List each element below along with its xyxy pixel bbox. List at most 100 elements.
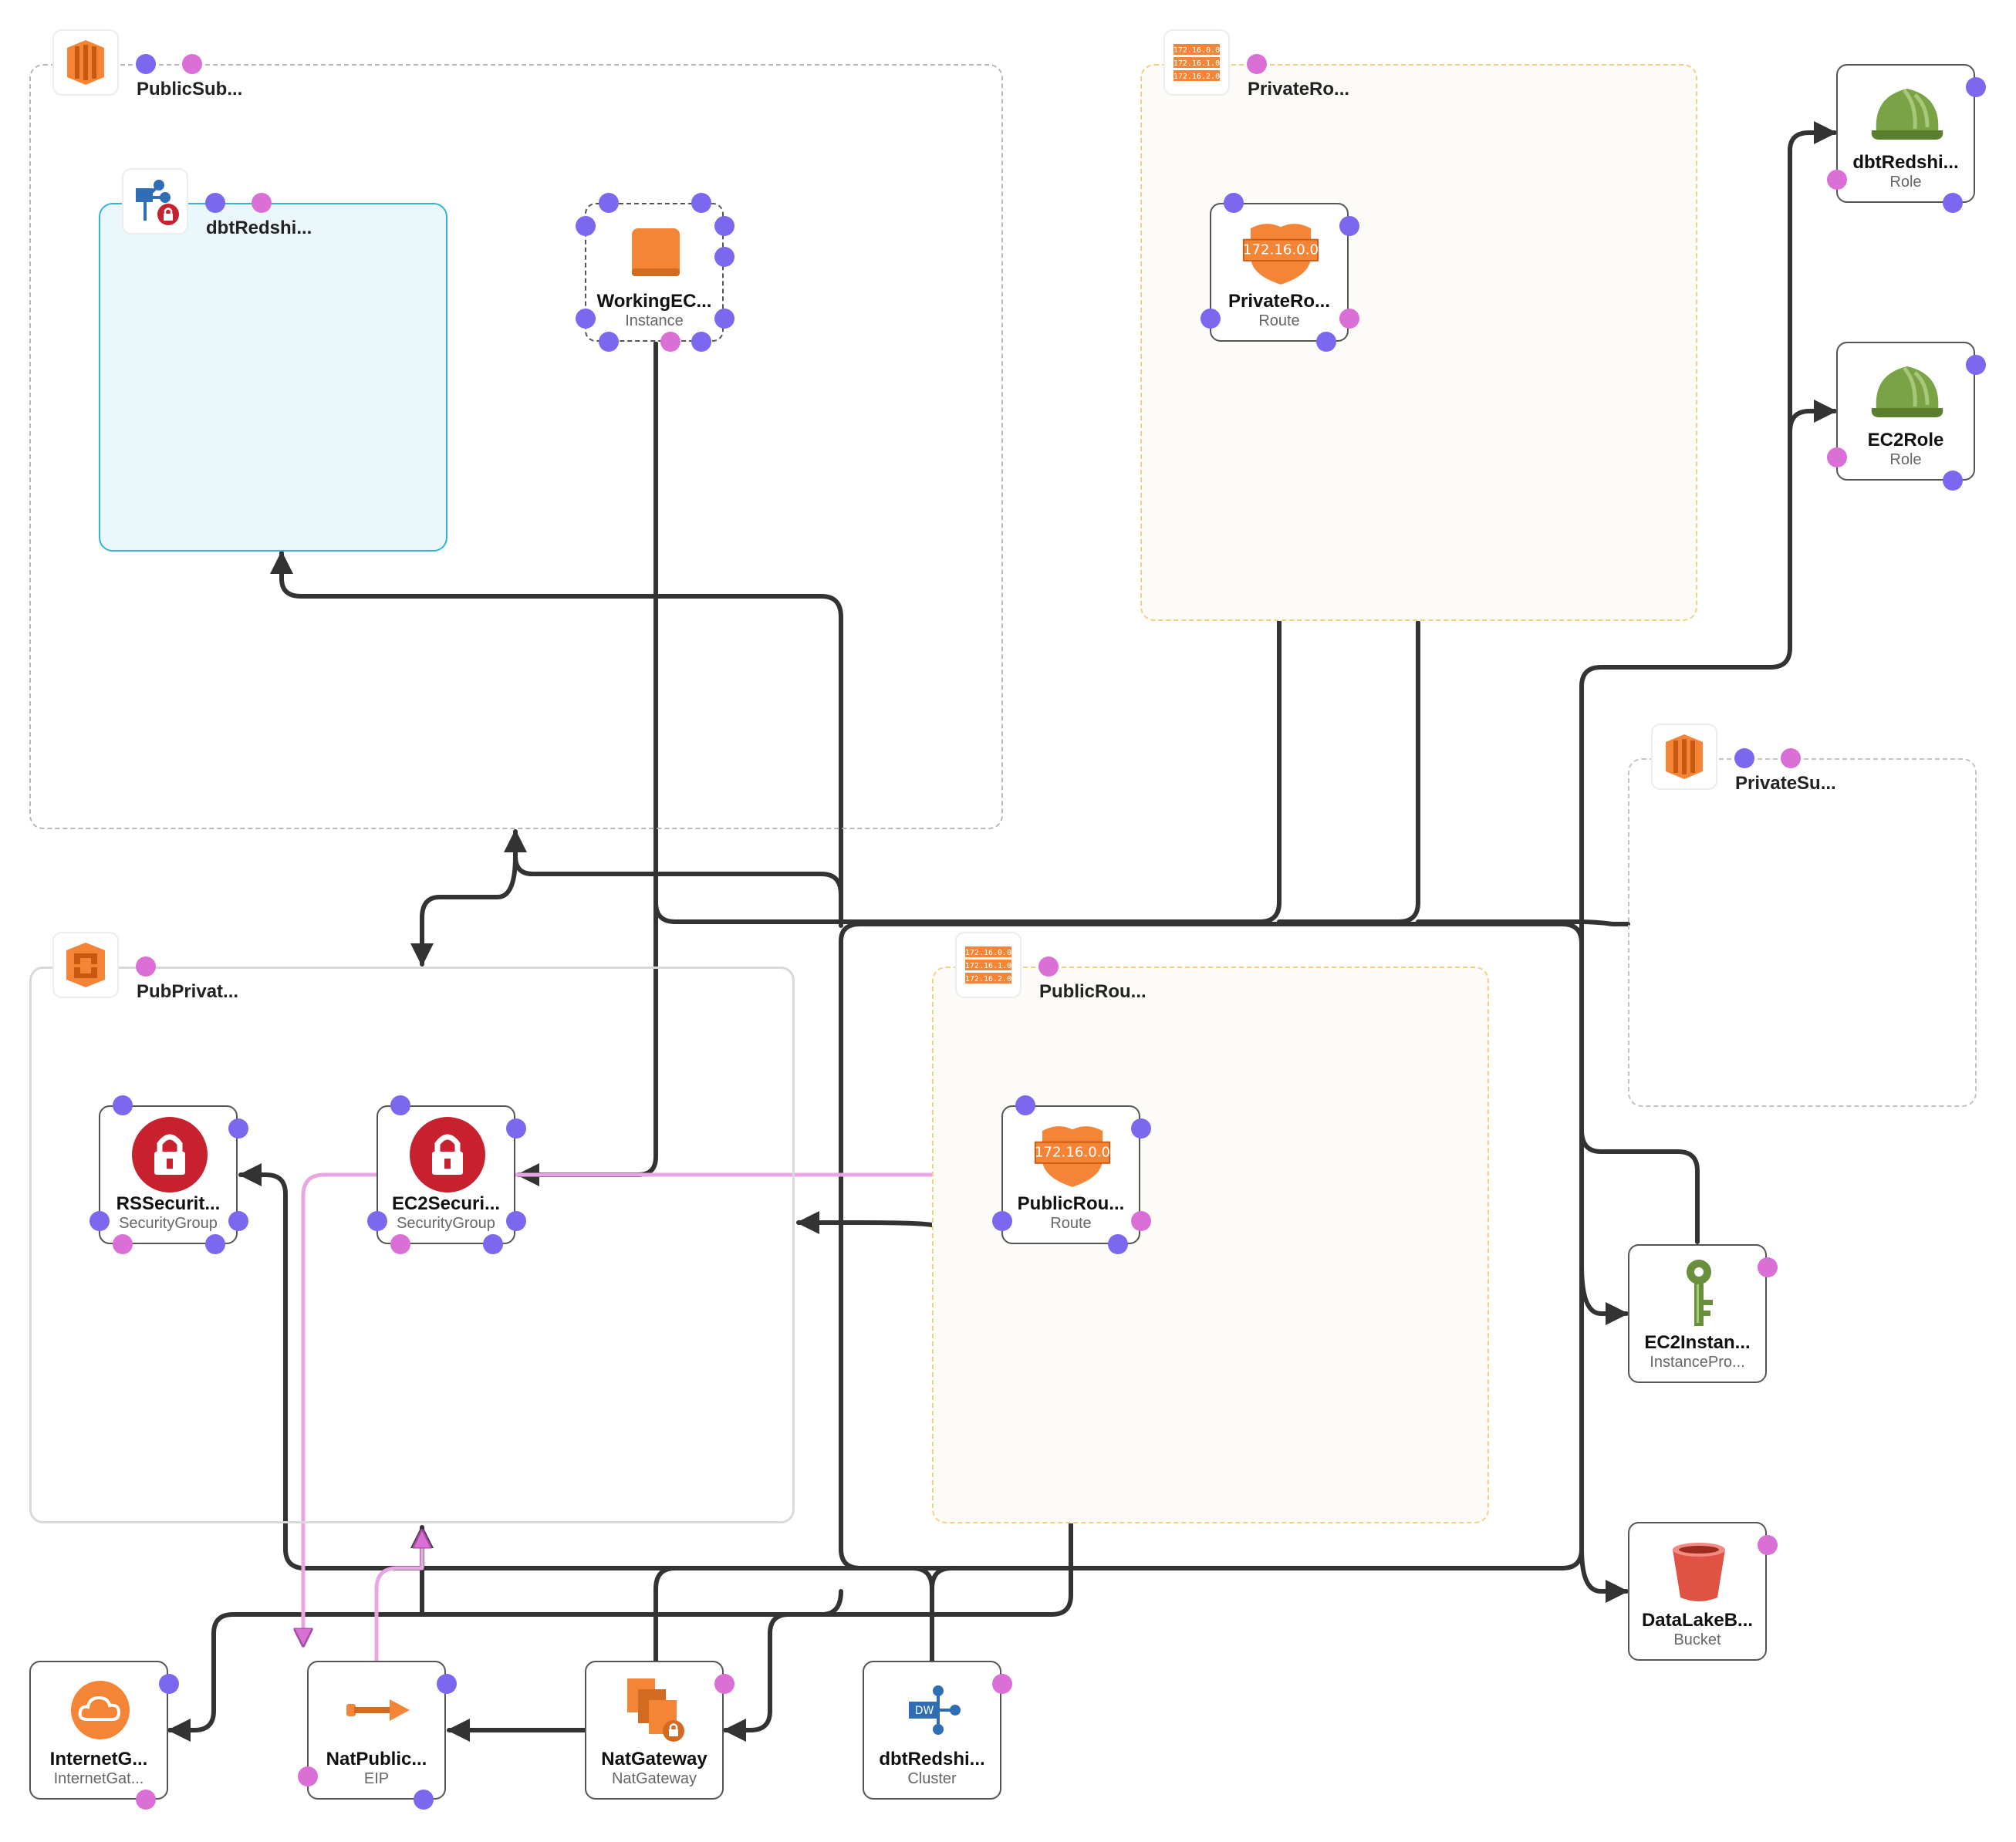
- node-datalake-bucket[interactable]: DataLakeB... Bucket: [1628, 1522, 1767, 1661]
- port[interactable]: [691, 193, 711, 213]
- port[interactable]: [136, 956, 156, 977]
- port[interactable]: [660, 332, 680, 352]
- node-redshift-cluster[interactable]: DW dbtRedshi... Cluster: [863, 1661, 1001, 1800]
- route-table-text: 172.16.0.0: [1173, 46, 1220, 55]
- private-subnet-group[interactable]: [1628, 758, 1977, 1107]
- port[interactable]: [113, 1234, 133, 1254]
- node-ec2-instance-profile[interactable]: EC2Instan... InstancePro...: [1628, 1244, 1767, 1383]
- port[interactable]: [1943, 193, 1963, 213]
- port[interactable]: [506, 1211, 526, 1231]
- node-internet-gateway[interactable]: InternetG... InternetGat...: [29, 1661, 168, 1800]
- port[interactable]: [1781, 748, 1801, 768]
- port[interactable]: [1758, 1535, 1778, 1555]
- node-ec2-role[interactable]: EC2Role Role: [1836, 342, 1975, 481]
- node-type: Role: [1889, 451, 1922, 468]
- port[interactable]: [228, 1118, 248, 1139]
- node-nat-public-ip[interactable]: NatPublic... EIP: [307, 1661, 446, 1800]
- redshift-subnet-group[interactable]: [99, 203, 447, 552]
- port[interactable]: [1339, 216, 1359, 236]
- port[interactable]: [576, 216, 596, 236]
- port[interactable]: [298, 1766, 318, 1786]
- port[interactable]: [1966, 77, 1986, 97]
- port[interactable]: [390, 1095, 410, 1115]
- node-type: SecurityGroup: [119, 1215, 218, 1232]
- port[interactable]: [182, 54, 202, 74]
- port[interactable]: [136, 1790, 156, 1810]
- node-rs-security-group[interactable]: RSSecurit... SecurityGroup: [99, 1105, 238, 1244]
- port[interactable]: [136, 54, 156, 74]
- node-type: NatGateway: [611, 1770, 697, 1787]
- edge-trunk-to-ec2-role: [1788, 400, 1837, 434]
- node-type: Instance: [625, 312, 684, 329]
- node-name: InternetG...: [49, 1749, 148, 1769]
- node-private-route[interactable]: 172.16.0.0 PrivateRo... Route: [1210, 203, 1349, 342]
- node-name: dbtRedshi...: [879, 1749, 985, 1769]
- private-subnet-label: PrivateSu...: [1735, 773, 1836, 794]
- vpc-group[interactable]: [29, 967, 795, 1523]
- cloud-icon: [62, 1672, 139, 1749]
- port[interactable]: [714, 247, 734, 267]
- port[interactable]: [1200, 309, 1221, 329]
- private-route-table-group[interactable]: [1140, 64, 1697, 621]
- node-redshift-role[interactable]: dbtRedshi... Role: [1836, 64, 1975, 203]
- port[interactable]: [228, 1211, 248, 1231]
- port[interactable]: [1224, 193, 1244, 213]
- port[interactable]: [1108, 1234, 1128, 1254]
- node-type: EIP: [363, 1770, 390, 1787]
- port[interactable]: [1131, 1118, 1151, 1139]
- iam-role-icon: [1869, 353, 1946, 430]
- lock-icon: [409, 1116, 486, 1193]
- node-nat-gateway[interactable]: NatGateway NatGateway: [585, 1661, 724, 1800]
- port[interactable]: [506, 1118, 526, 1139]
- port[interactable]: [1316, 332, 1336, 352]
- redshift-badge: DW: [915, 1705, 934, 1717]
- node-ec2-security-group[interactable]: EC2Securi... SecurityGroup: [377, 1105, 515, 1244]
- port[interactable]: [1827, 170, 1847, 190]
- port[interactable]: [414, 1790, 434, 1810]
- port[interactable]: [205, 193, 225, 213]
- node-public-route[interactable]: 172.16.0.0 PublicRou... Route: [1001, 1105, 1140, 1244]
- port[interactable]: [576, 309, 596, 329]
- port[interactable]: [113, 1095, 133, 1115]
- public-subnet-group[interactable]: [29, 64, 1003, 829]
- node-type: Route: [1258, 312, 1300, 329]
- node-name: DataLakeB...: [1641, 1610, 1754, 1631]
- port[interactable]: [1827, 447, 1847, 467]
- port[interactable]: [437, 1674, 457, 1694]
- edge-privateroutetable-trunk: [1277, 620, 1420, 924]
- port[interactable]: [159, 1674, 179, 1694]
- node-type: Cluster: [907, 1770, 957, 1787]
- port[interactable]: [599, 193, 619, 213]
- redshift-subnet-group-label: dbtRedshi...: [206, 218, 312, 238]
- port[interactable]: [252, 193, 272, 213]
- port[interactable]: [1734, 748, 1754, 768]
- port[interactable]: [1758, 1257, 1778, 1277]
- port[interactable]: [714, 1674, 734, 1694]
- edge-publicroute-to-eip-pink: [303, 1172, 1004, 1648]
- port[interactable]: [1015, 1095, 1035, 1115]
- port[interactable]: [599, 332, 619, 352]
- port[interactable]: [1247, 54, 1267, 74]
- port[interactable]: [1038, 956, 1059, 977]
- port[interactable]: [205, 1234, 225, 1254]
- node-type: SecurityGroup: [397, 1215, 495, 1232]
- port[interactable]: [1339, 309, 1359, 329]
- port[interactable]: [714, 309, 734, 329]
- port[interactable]: [714, 216, 734, 236]
- port[interactable]: [992, 1674, 1012, 1694]
- node-working-ec2[interactable]: WorkingEC... Instance: [585, 203, 724, 342]
- port[interactable]: [483, 1234, 503, 1254]
- port[interactable]: [367, 1211, 387, 1231]
- port[interactable]: [1943, 471, 1963, 491]
- port[interactable]: [89, 1211, 110, 1231]
- public-route-table-group[interactable]: [932, 967, 1489, 1523]
- port[interactable]: [691, 332, 711, 352]
- node-name: EC2Securi...: [391, 1193, 501, 1214]
- port[interactable]: [992, 1211, 1012, 1231]
- node-name: NatPublic...: [326, 1749, 427, 1769]
- port[interactable]: [390, 1234, 410, 1254]
- port[interactable]: [1966, 355, 1986, 375]
- port[interactable]: [1131, 1211, 1151, 1231]
